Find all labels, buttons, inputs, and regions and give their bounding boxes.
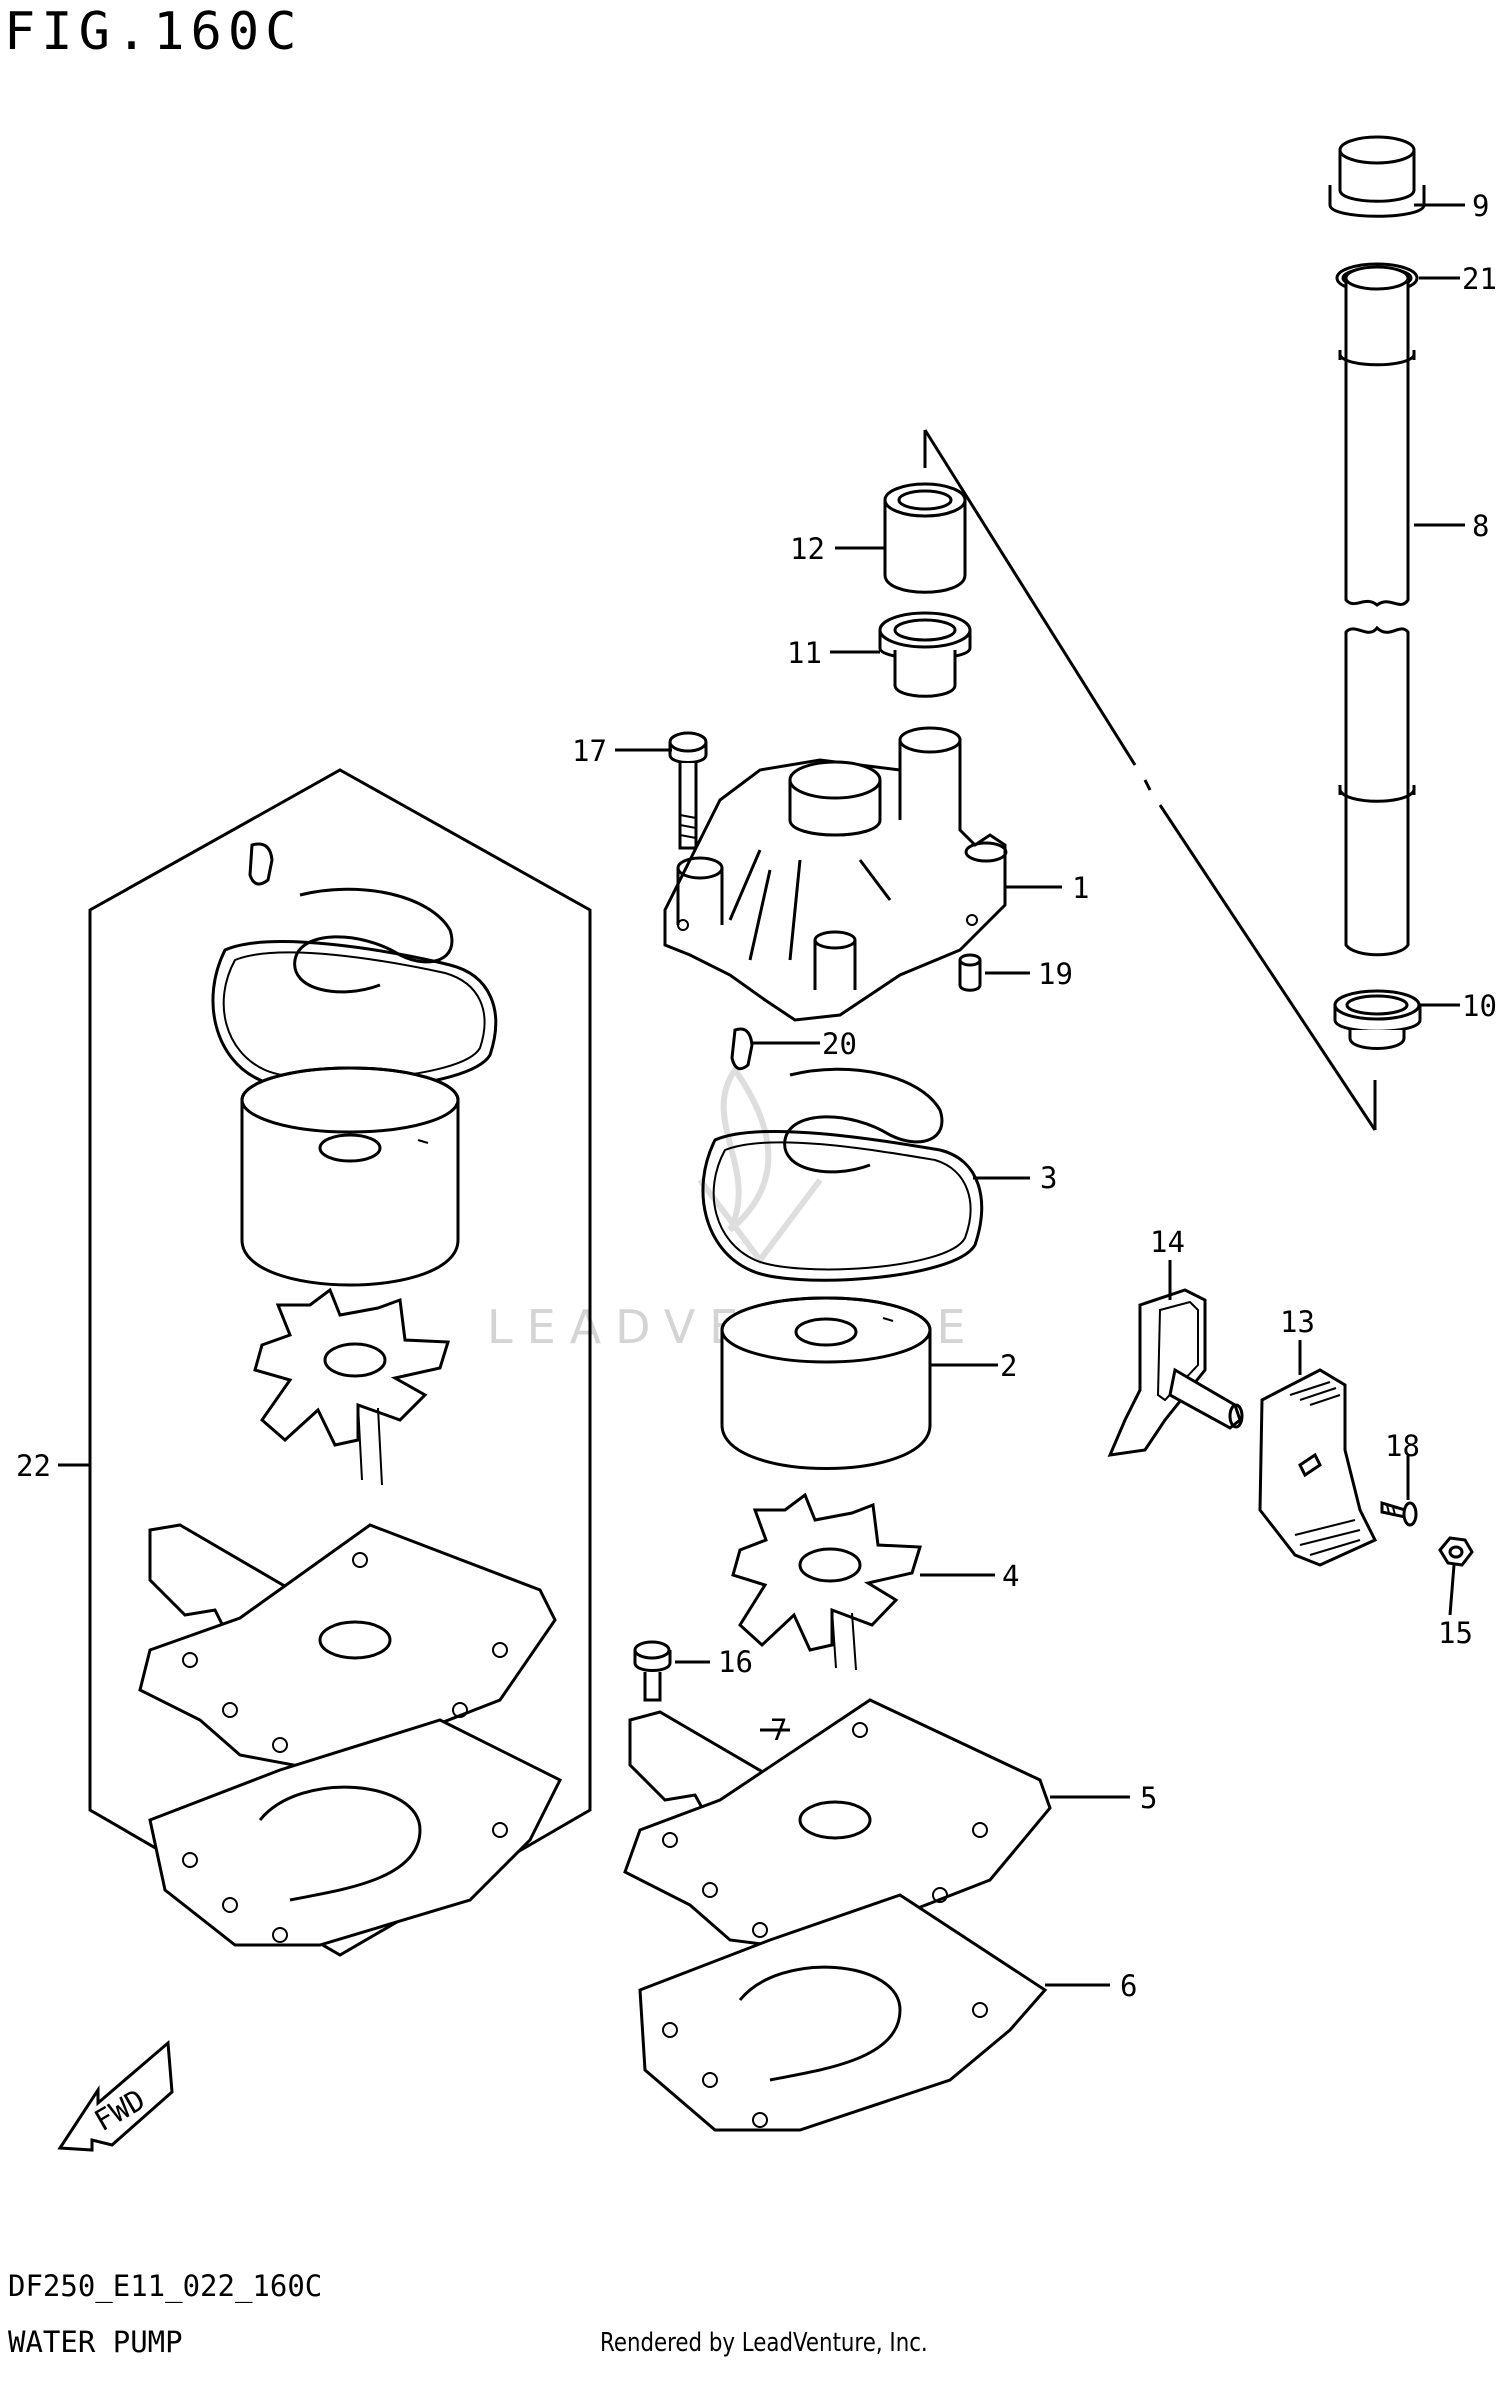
- part-6-lower-gasket: [638, 1893, 1048, 2132]
- callout-22: 22: [16, 1449, 51, 1483]
- kit-key-part: [248, 842, 274, 886]
- part-3-housing-gasket: [701, 1067, 983, 1282]
- part-8-water-tube: [1338, 265, 1416, 957]
- part-9-grommet: [1328, 135, 1426, 218]
- part-16-bolt: [633, 1640, 672, 1702]
- fwd-direction-badge: FWD: [57, 2039, 174, 2152]
- callout-13: 13: [1280, 1305, 1315, 1339]
- part-11-grommet: [878, 611, 972, 698]
- part-20-key: [730, 1027, 754, 1071]
- part-4-impeller: [731, 1492, 923, 1671]
- part-14-inlet-cover: [1107, 1288, 1244, 1457]
- callout-16: 16: [718, 1645, 753, 1679]
- callout-17: 17: [572, 734, 607, 768]
- model-code: DF250_E11_022_160C: [8, 2269, 323, 2303]
- callout-19: 19: [1038, 957, 1073, 991]
- kit-lower-gasket: [148, 1718, 563, 1947]
- callout-9: 9: [1472, 189, 1489, 223]
- part-13-inlet-cover: [1258, 1368, 1378, 1567]
- callout-1: 1: [1072, 871, 1089, 905]
- part-17-bolt: [668, 731, 708, 850]
- callout-15: 15: [1438, 1616, 1473, 1650]
- callout-10: 10: [1462, 989, 1497, 1023]
- kit-impeller: [253, 1287, 451, 1486]
- part-18-screw: [1380, 1500, 1418, 1527]
- callout-21: 21: [1462, 262, 1497, 296]
- tube-diagonal-frame: [923, 429, 1377, 1131]
- callout-8: 8: [1472, 509, 1489, 543]
- part-19-dowel-pin: [958, 953, 982, 992]
- part-12-bushing: [883, 482, 967, 594]
- kit-pump-plate: [138, 1523, 557, 1772]
- callout-6: 6: [1120, 1969, 1137, 2003]
- callout-4: 4: [1002, 1559, 1019, 1593]
- part-5-pump-plate: [623, 1698, 1052, 1952]
- part-15-nut: [1438, 1536, 1474, 1567]
- callout-12: 12: [790, 532, 825, 566]
- rendered-by-credit: Rendered by LeadVenture, Inc.: [600, 2328, 928, 2358]
- callout-20: 20: [822, 1027, 857, 1061]
- leader-lines: [58, 203, 1465, 1987]
- section-name: WATER PUMP: [8, 2325, 183, 2359]
- part-2-impeller-liner: [720, 1296, 932, 1470]
- callout-numbers: 1 2 3 4 5 6 7 8 9 10 11 12 13 14 15 16 1…: [16, 189, 1497, 2003]
- kit-housing-gasket: [211, 887, 498, 1092]
- kit-22-enclosure: [88, 768, 592, 1957]
- callout-7: 7: [770, 1713, 787, 1747]
- callout-11: 11: [787, 636, 822, 670]
- callout-18: 18: [1385, 1429, 1420, 1463]
- callout-3: 3: [1040, 1161, 1057, 1195]
- part-1-pump-case: [663, 726, 1008, 1022]
- callout-2: 2: [1000, 1349, 1017, 1383]
- figure-title: FIG.160C: [4, 2, 303, 62]
- callout-5: 5: [1140, 1781, 1157, 1815]
- kit-impeller-liner: [240, 1066, 460, 1287]
- callout-14: 14: [1150, 1225, 1185, 1259]
- part-10-grommet: [1333, 989, 1422, 1050]
